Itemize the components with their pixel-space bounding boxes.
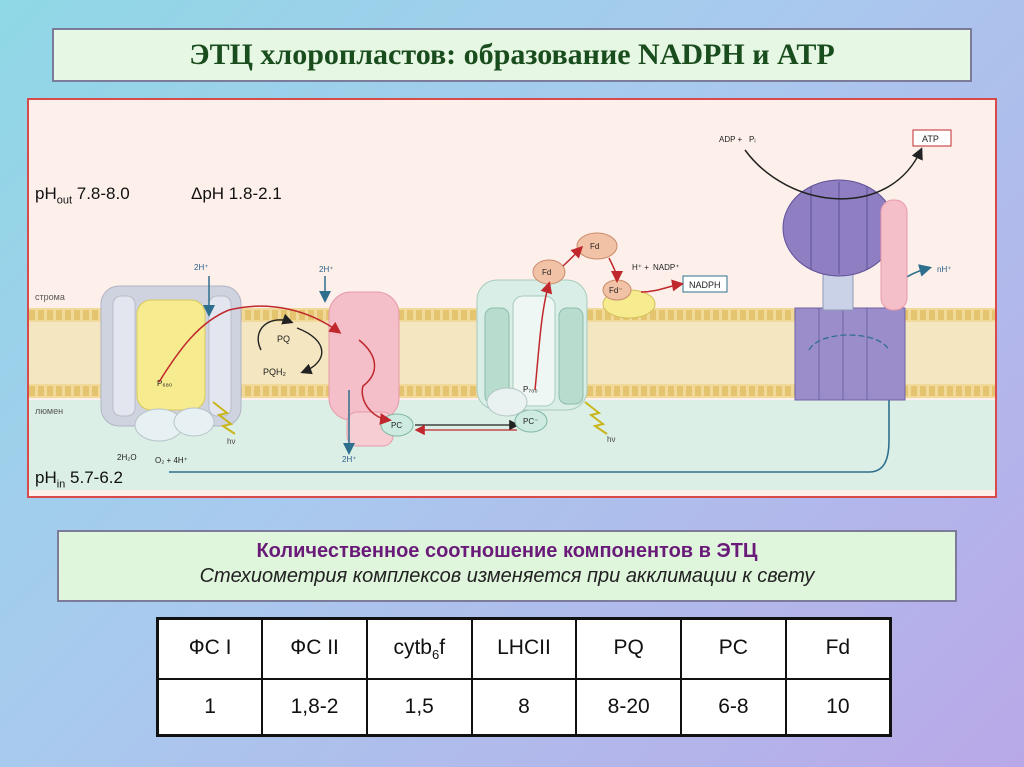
- p680-label: P₆₈₀: [157, 379, 172, 388]
- table-cell: 8-20: [575, 678, 683, 737]
- atp-synthase: [782, 179, 908, 401]
- title-box: ЭТЦ хлоропластов: образование NADPH и AT…: [52, 28, 972, 82]
- table-header-cell: ФС I: [156, 617, 264, 681]
- electron-path-cyt: [358, 339, 392, 425]
- fd-label-2: Fd: [590, 242, 599, 251]
- atp-box: [912, 129, 952, 147]
- info-box: Количественное соотношение компонентов в…: [57, 530, 957, 602]
- table-header-cell: PQ: [575, 617, 683, 681]
- table-header-cell: LHCII: [470, 617, 578, 681]
- pi-label: Pᵢ: [749, 135, 756, 144]
- p700-label: P₇₀₀: [523, 385, 538, 394]
- delta-ph-label: ΔpH 1.8-2.1: [191, 184, 282, 203]
- lumen-label: люмен: [35, 406, 63, 416]
- ph-in-label: pHin 5.7-6.2: [35, 468, 123, 491]
- atp-label: ATP: [922, 134, 939, 144]
- h-plus-nadp-label: H⁺ +: [632, 263, 649, 272]
- light-arrow-psi: [584, 401, 608, 435]
- stroma-label: строма: [35, 292, 65, 302]
- nadp-label: NADP⁺: [653, 263, 679, 272]
- hv-label-2: hν: [607, 435, 615, 444]
- pq-label: PQ: [277, 334, 290, 344]
- atp-synthesis-arrow: [744, 147, 923, 200]
- light-arrow-psii: [212, 401, 236, 435]
- o2-label: O₂ + 4H⁺: [155, 456, 188, 465]
- page-title: ЭТЦ хлоропластов: образование NADPH и AT…: [189, 38, 835, 71]
- table-cell: 6-8: [680, 678, 787, 737]
- pc-label-1: PC: [391, 421, 402, 430]
- ph-out-label: pHout 7.8-8.0: [35, 184, 130, 207]
- pqh2-label: PQH₂: [263, 367, 287, 377]
- nadph-label: NADPH: [689, 280, 721, 290]
- pc-label-2: PC⁻: [523, 417, 538, 426]
- fd-minus-label: Fd⁻: [609, 286, 623, 295]
- electron-path-fnr: [608, 257, 623, 283]
- table-header-cell: Fd: [784, 617, 892, 681]
- electron-path-psi: [534, 281, 553, 391]
- h-plus-label-1: 2H⁺: [194, 263, 208, 272]
- nh-plus-label: nH⁺: [937, 265, 951, 274]
- info-subtitle: Стехиометрия комплексов изменяется при а…: [199, 565, 815, 587]
- table-cell: 8: [470, 678, 578, 737]
- electron-path-psii: [158, 305, 342, 383]
- table-header-cell: PC: [680, 617, 787, 681]
- table-header-row: ФС I ФС II cytb6f LHCII PQ PC Fd: [156, 617, 892, 681]
- nadph-arrow: [640, 279, 684, 293]
- table-cell: 1: [156, 678, 264, 737]
- fd-label-1: Fd: [542, 268, 551, 277]
- table-cell: 10: [784, 678, 892, 737]
- etc-diagram: строма люмен P₆₈₀ 2H⁺ 2H⁺ 2H₂O O₂ + 4H⁺ …: [27, 98, 997, 498]
- h-plus-label-2: 2H⁺: [319, 265, 333, 274]
- water-label: 2H₂O: [117, 453, 137, 462]
- table-header-cell: cytb6f: [365, 617, 473, 681]
- table-cell: 1,5: [365, 678, 473, 737]
- info-title: Количественное соотношение компонентов в…: [256, 540, 758, 562]
- h-plus-label-3: 2H⁺: [342, 455, 356, 464]
- plastoquinone-cycle: [257, 313, 323, 375]
- electron-path-fd: [562, 245, 584, 267]
- etc-diagram-svg: строма люмен P₆₈₀ 2H⁺ 2H⁺ 2H₂O O₂ + 4H⁺ …: [29, 129, 995, 490]
- photosystem-ii: [100, 285, 242, 442]
- photosystem-i: [476, 279, 588, 417]
- hv-label-1: hν: [227, 437, 235, 446]
- stoichiometry-table: ФС I ФС II cytb6f LHCII PQ PC Fd 1 1,8-2…: [156, 617, 892, 737]
- adp-label: ADP +: [719, 135, 743, 144]
- table-header-cell: ФС II: [261, 617, 368, 681]
- table-cell: 1,8-2: [261, 678, 368, 737]
- table-row: 1 1,8-2 1,5 8 8-20 6-8 10: [156, 678, 892, 737]
